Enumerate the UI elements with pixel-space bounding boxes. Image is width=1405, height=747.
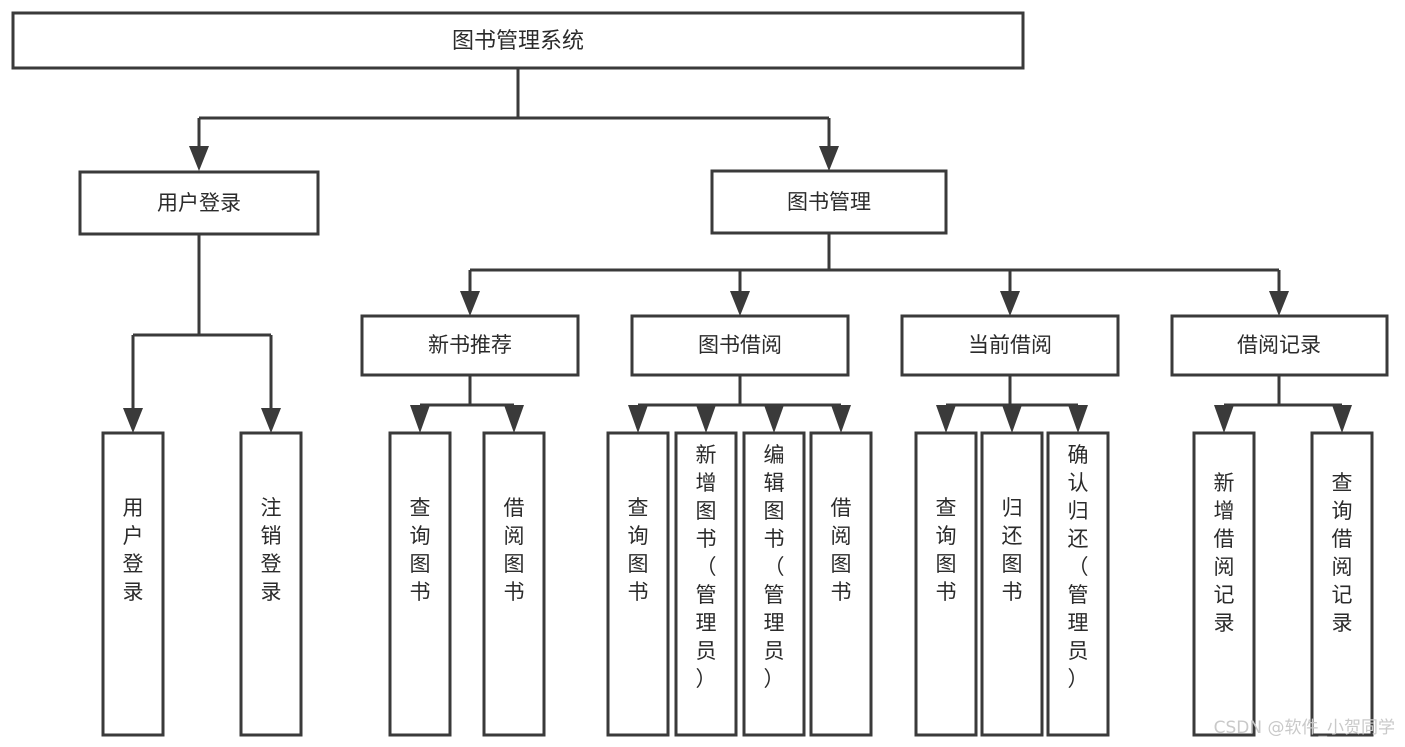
leaf-bb-borrow-book-label: 借阅图书 [831, 496, 852, 604]
arrowhead-new-book [460, 291, 480, 316]
leaf-nb-query-book[interactable] [388, 431, 452, 737]
arrowhead-nb-query-book [410, 405, 430, 433]
leaf-logout-login-label: 注销登录 [261, 496, 282, 604]
watermark: CSDN @软件_小贺同学 [1214, 718, 1395, 738]
arrowhead-leaf-user-login [123, 408, 143, 433]
leaf-user-login[interactable] [101, 431, 165, 737]
leaf-nb-query-book-label: 查询图书 [410, 496, 431, 604]
arrowhead-book-borrow [730, 291, 750, 316]
leaf-bb-query-book-label: 查询图书 [628, 496, 649, 604]
arrowhead-cb-confirm-return [1068, 405, 1088, 433]
arrowhead-bb-query-book [628, 405, 648, 433]
node-borrow-record-label: 借阅记录 [1237, 333, 1321, 357]
connector-layer [123, 68, 1352, 433]
arrowhead-bb-add-book [696, 405, 716, 433]
arrowhead-borrow-record [1269, 291, 1289, 316]
leaf-user-login-label: 用户登录 [123, 496, 144, 604]
arrowhead-nb-borrow-book [504, 405, 524, 433]
leaf-bb-add-book[interactable] [674, 431, 738, 737]
node-book-management[interactable] [710, 169, 948, 235]
arrowhead-br-query-record [1332, 405, 1352, 433]
arrowhead-leaf-logout-login [261, 408, 281, 433]
arrowhead-bb-borrow-book [831, 405, 851, 433]
leaf-nb-borrow-book[interactable] [482, 431, 546, 737]
node-borrow-record[interactable] [1170, 314, 1389, 377]
arrowhead-bb-edit-book [764, 405, 784, 433]
leaf-br-add-record[interactable] [1192, 431, 1256, 737]
leaf-bb-edit-book-label: 编辑图书（管理员） [764, 443, 785, 691]
node-current-borrow-label: 当前借阅 [968, 333, 1052, 357]
arrowhead-cb-query-book [936, 405, 956, 433]
arrowhead-user-login [189, 146, 209, 171]
leaf-cb-return-book-label: 归还图书 [1002, 496, 1023, 604]
node-root-label: 图书管理系统 [452, 29, 584, 54]
leaf-cb-query-book-label: 查询图书 [936, 496, 957, 604]
leaf-bb-borrow-book[interactable] [809, 431, 873, 737]
leaf-br-add-record-label: 新增借阅记录 [1214, 471, 1235, 635]
node-new-book-recommend[interactable] [360, 314, 580, 377]
node-root-book-management-system[interactable] [11, 11, 1025, 70]
node-book-borrow[interactable] [630, 314, 850, 377]
arrowhead-cb-return-book [1002, 405, 1022, 433]
leaf-br-query-record[interactable] [1310, 431, 1374, 737]
leaf-cb-confirm-return-label: 确认归还（管理员） [1068, 443, 1089, 691]
node-layer: 图书管理系统 用户登录 图书管理 新书推荐 图书借阅 当前借阅 借阅记录 用户登… [11, 11, 1389, 737]
node-book-management-label: 图书管理 [787, 190, 871, 214]
leaf-bb-add-book-label: 新增图书（管理员） [696, 443, 717, 691]
arrowhead-book-manage [819, 146, 839, 171]
arrowhead-br-add-record [1214, 405, 1234, 433]
leaf-cb-query-book[interactable] [914, 431, 978, 737]
leaf-cb-return-book[interactable] [980, 431, 1044, 737]
leaf-br-query-record-label: 查询借阅记录 [1332, 471, 1353, 635]
node-new-book-recommend-label: 新书推荐 [428, 333, 512, 357]
leaf-logout-login[interactable] [239, 431, 303, 737]
arrowhead-current-borrow [1000, 291, 1020, 316]
leaf-bb-edit-book[interactable] [742, 431, 806, 737]
leaf-cb-confirm-return[interactable] [1046, 431, 1110, 737]
node-book-borrow-label: 图书借阅 [698, 333, 782, 357]
leaf-bb-query-book[interactable] [606, 431, 670, 737]
node-user-login-label: 用户登录 [157, 191, 241, 215]
node-user-login[interactable] [78, 170, 320, 236]
node-current-borrow[interactable] [900, 314, 1120, 377]
leaf-nb-borrow-book-label: 借阅图书 [504, 496, 525, 604]
